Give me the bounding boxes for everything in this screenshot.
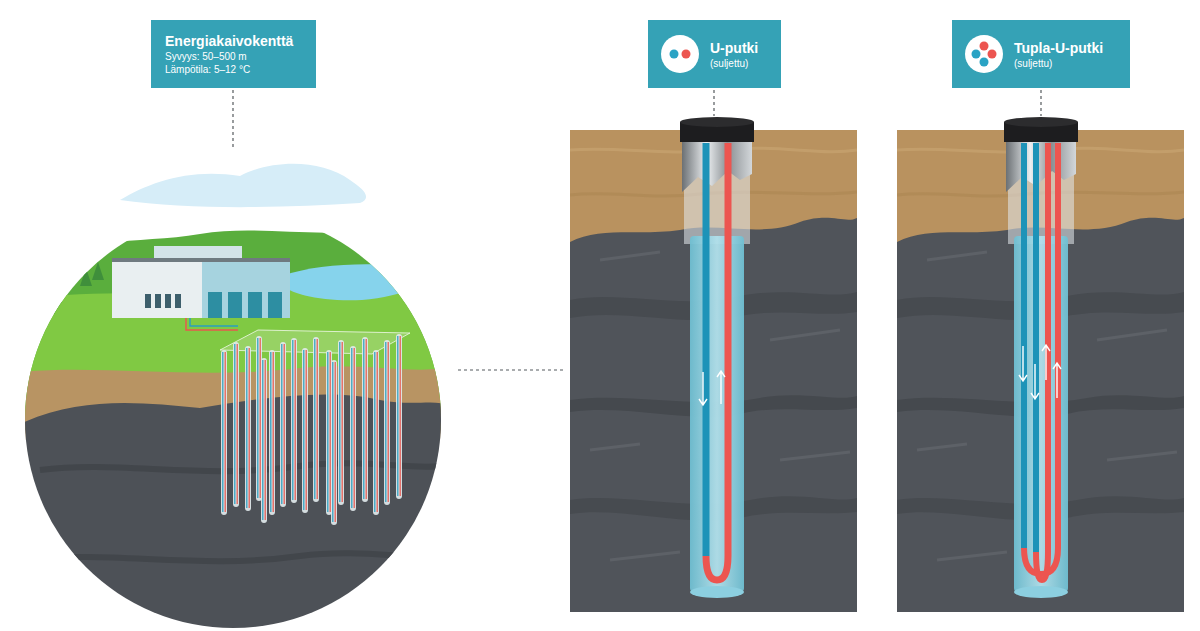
ground-cross-section-part: [570, 130, 857, 612]
pipe-dot: [980, 42, 989, 51]
text-group: EnergiakaivokenttäSyvyys: 50–500 mLämpöt…: [165, 32, 293, 76]
borehole-part: [269, 350, 275, 515]
title-label-box: U-putki(suljettu): [648, 20, 781, 88]
double-u-pipe-borehole-part: [1053, 363, 1061, 398]
pipe-dot: [670, 50, 679, 59]
pipe-dot: [980, 58, 989, 67]
borehole-part: [373, 350, 379, 515]
box-subtext: (suljettu): [710, 57, 758, 70]
double-u-pipe-borehole-part: [1014, 586, 1068, 598]
ground-cross-section-part: [897, 130, 1184, 612]
double-u-pipe-borehole-part: [1031, 364, 1039, 399]
borehole-part: [302, 348, 308, 513]
double-u-pipe-borehole: [1004, 117, 1078, 598]
borehole-part: [331, 360, 337, 525]
u-pipe-borehole-part: [706, 143, 728, 580]
building-part: [248, 292, 262, 318]
u-pipe-borehole-part: [699, 372, 707, 405]
u-pipe-borehole-part: [717, 371, 725, 404]
pipe-dot: [972, 50, 981, 59]
double-u-pipe-borehole-part: [1024, 143, 1058, 574]
pipe-dot: [682, 50, 691, 59]
borehole-part: [291, 338, 297, 503]
building-part: [175, 294, 181, 308]
building-part: [112, 260, 202, 318]
borehole-part: [313, 337, 319, 502]
double-u-pipe-borehole-part: [1033, 143, 1039, 552]
box-heading: Tupla-U-putki: [1014, 39, 1103, 57]
trees-part: [394, 242, 406, 256]
pipe-icon: [964, 34, 1004, 74]
borehole-part: [338, 340, 344, 505]
building-part: [145, 294, 151, 308]
borehole-part: [384, 340, 390, 505]
pipe-dot: [988, 50, 997, 59]
box-subtext: Syvyys: 50–500 m: [165, 50, 293, 63]
leader-line-part: [458, 369, 565, 370]
box-heading: U-putki: [710, 39, 758, 57]
double-u-pipe-borehole-part: [1021, 143, 1027, 548]
u-pipe-borehole-part: [690, 236, 744, 592]
box-heading: Energiakaivokenttä: [165, 32, 293, 50]
double-u-pipe-borehole-part: [1004, 117, 1078, 127]
borehole-part: [350, 346, 356, 511]
trees-part: [63, 262, 77, 282]
trees-part: [80, 268, 92, 286]
borehole-part: [261, 358, 267, 523]
title-label-box: EnergiakaivokenttäSyvyys: 50–500 mLämpöt…: [151, 20, 316, 88]
trees-part: [409, 238, 421, 254]
pipe-icon: [660, 34, 700, 74]
trees-part: [50, 268, 62, 284]
u-pipe-borehole-part: [680, 117, 754, 127]
box-subtext: (suljettu): [1014, 57, 1103, 70]
text-group: U-putki(suljettu): [710, 39, 758, 70]
leader-line-part: [713, 90, 714, 116]
borehole-part: [221, 350, 227, 515]
building: [112, 246, 290, 318]
building-part: [112, 258, 290, 262]
bedrock: [20, 395, 445, 631]
building-part: [165, 294, 171, 308]
u-pipe-borehole-part: [703, 143, 710, 556]
double-u-pipe-borehole-part: [1042, 345, 1050, 380]
u-pipe-borehole: [680, 117, 754, 598]
lake: [282, 264, 426, 300]
leader-line-part: [232, 90, 233, 148]
borehole-part: [396, 334, 402, 499]
text-group: Tupla-U-putki(suljettu): [1014, 39, 1103, 70]
double-u-pipe-borehole-part: [1019, 346, 1027, 381]
borehole-part: [280, 342, 286, 507]
u-pipe-borehole-part: [690, 586, 744, 598]
box-subtext: Lämpötila: 5–12 °C: [165, 63, 293, 76]
trees-part: [92, 262, 104, 280]
borehole-part: [245, 346, 251, 511]
icon-disc: [661, 35, 699, 73]
building-part: [228, 292, 242, 318]
borehole-part: [233, 342, 239, 507]
ground-cross-section: [897, 130, 1184, 612]
borehole-part: [362, 337, 368, 502]
feed-pipe: [186, 318, 238, 330]
building-part: [268, 292, 282, 318]
leader-line-part: [1040, 90, 1041, 116]
building-part: [155, 294, 161, 308]
building-part: [202, 260, 290, 318]
ground-cross-section: [570, 130, 857, 612]
icon-disc: [965, 35, 1003, 73]
leader-line: [233, 90, 1041, 370]
title-label-box: Tupla-U-putki(suljettu): [952, 20, 1130, 88]
feed-pipe: [190, 318, 238, 326]
building-part: [208, 292, 222, 318]
cloud: [120, 164, 366, 207]
energy-well-field-scene: [20, 226, 445, 631]
borehole: [221, 334, 402, 525]
